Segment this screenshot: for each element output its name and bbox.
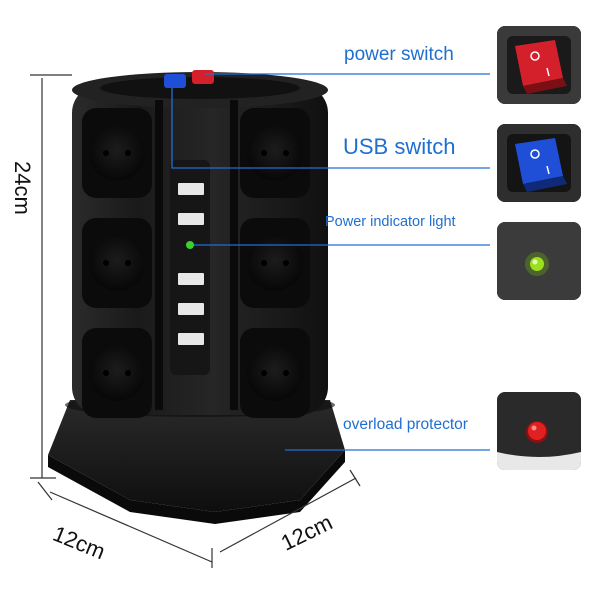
- usb-panel: [170, 160, 210, 375]
- thumb-overload-protector: [497, 392, 581, 470]
- right-sockets: [240, 108, 310, 418]
- dimension-height: 24cm: [10, 161, 35, 215]
- dimension-lines: [30, 74, 361, 568]
- thumb-power-switch: [497, 26, 581, 104]
- callout-power-indicator: Power indicator light: [325, 214, 456, 230]
- usb-rocker-switch[interactable]: [164, 74, 186, 88]
- thumb-usb-switch: [497, 124, 581, 202]
- callout-overload-protector: overload protector: [343, 416, 468, 433]
- callout-lines: [171, 73, 490, 451]
- callout-power-switch: power switch: [344, 44, 454, 65]
- left-sockets: [82, 108, 152, 418]
- power-rocker-switch[interactable]: [192, 70, 214, 84]
- callout-usb-switch: USB switch: [343, 134, 456, 159]
- thumb-indicator-light: [497, 222, 581, 300]
- power-indicator-led: [186, 241, 194, 249]
